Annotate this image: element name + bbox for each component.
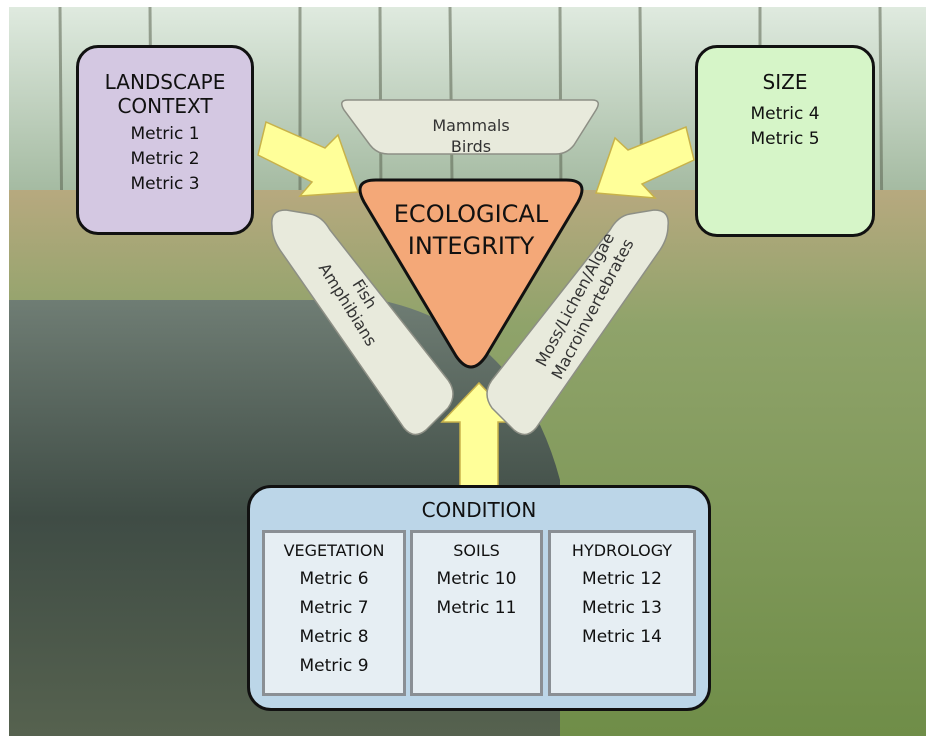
hydrology-panel: HYDROLOGY Metric 12 Metric 13 Metric 14 [548, 530, 696, 696]
taxa-top-line1: Mammals [432, 116, 509, 135]
metric-item: Metric 5 [750, 129, 820, 149]
size-box: SIZE Metric 4 Metric 5 [695, 45, 875, 237]
metric-item: Metric 4 [750, 104, 820, 124]
metric-item: Metric 12 [582, 569, 662, 589]
landscape-title-line2: CONTEXT [117, 94, 213, 118]
metric-item: Metric 11 [436, 598, 517, 618]
soils-title: SOILS [453, 541, 500, 560]
size-title: SIZE [762, 70, 808, 94]
vegetation-title: VEGETATION [283, 541, 385, 560]
arrow-from-landscape [257, 120, 360, 197]
metric-item: Metric 6 [299, 569, 369, 589]
metric-item: Metric 1 [130, 124, 200, 144]
metric-item: Metric 13 [582, 598, 662, 618]
metric-item: Metric 7 [299, 598, 369, 618]
metric-item: Metric 9 [299, 656, 369, 676]
metric-item: Metric 2 [130, 149, 200, 169]
metric-item: Metric 10 [436, 569, 517, 589]
integrity-line2: INTEGRITY [408, 232, 535, 260]
metric-item: Metric 3 [130, 174, 200, 194]
ecological-integrity-triangle [358, 178, 584, 369]
landscape-title-line1: LANDSCAPE [104, 70, 226, 94]
taxa-band-right [486, 209, 669, 436]
taxa-band-top [341, 99, 599, 155]
landscape-context-box: LANDSCAPE CONTEXT Metric 1 Metric 2 Metr… [76, 45, 254, 235]
hydrology-title: HYDROLOGY [571, 541, 673, 560]
taxa-top-line2: Birds [451, 137, 491, 156]
metric-item: Metric 8 [299, 627, 369, 647]
influence-arrows [257, 120, 695, 487]
vegetation-panel: VEGETATION Metric 6 Metric 7 Metric 8 Me… [262, 530, 406, 696]
taxa-band-left [271, 209, 454, 436]
integrity-line1: ECOLOGICAL [394, 200, 549, 228]
condition-box: CONDITION VEGETATION Metric 6 Metric 7 M… [247, 485, 711, 711]
arrow-from-size [594, 125, 695, 199]
soils-panel: SOILS Metric 10 Metric 11 [410, 530, 543, 696]
metric-item: Metric 14 [582, 627, 662, 647]
condition-title: CONDITION [421, 498, 537, 522]
